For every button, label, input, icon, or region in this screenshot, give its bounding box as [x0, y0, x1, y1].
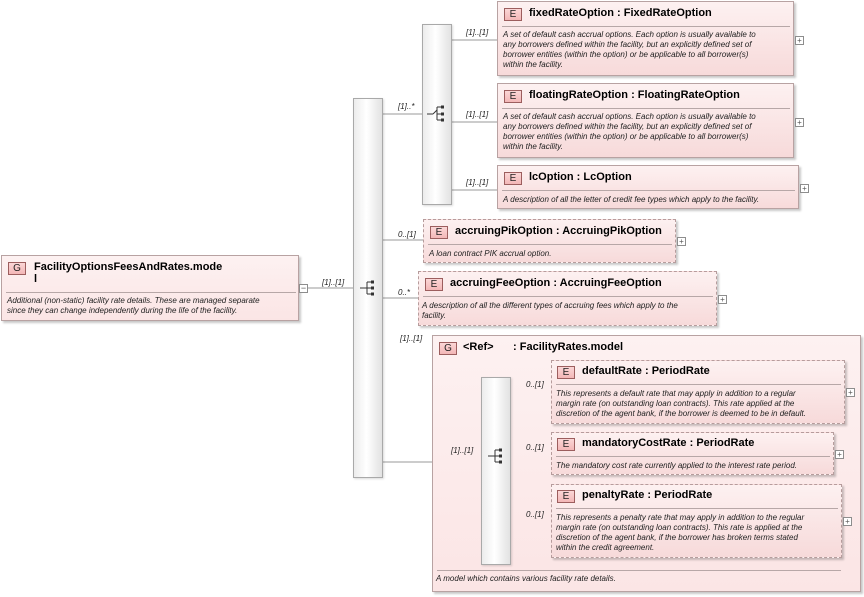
group-description: A model which contains various facility … [436, 574, 616, 583]
separator [428, 244, 672, 245]
element-title: accruingFeeOption : AccruingFeeOption [450, 277, 662, 289]
group-badge: G [439, 342, 457, 355]
element-mandatory-cost-rate[interactable]: E mandatoryCostRate : PeriodRate The man… [551, 432, 834, 475]
separator [556, 456, 830, 457]
group-badge: G [8, 262, 26, 275]
cardinality-label: 0..[1] [398, 230, 416, 239]
element-badge: E [425, 278, 443, 291]
root-group-node[interactable]: G FacilityOptionsFeesAndRates.mode l Add… [1, 255, 299, 321]
cardinality-label: 0..[1] [526, 510, 544, 519]
sequence-icon [488, 448, 502, 464]
element-default-rate[interactable]: E defaultRate : PeriodRate This represen… [551, 360, 845, 424]
element-description: A set of default cash accrual options. E… [503, 30, 756, 69]
separator [6, 292, 296, 293]
separator [502, 108, 790, 109]
element-description: A description of all the different types… [422, 301, 678, 320]
cardinality-label: 0..[1] [526, 443, 544, 452]
element-badge: E [557, 366, 575, 379]
expand-icon[interactable]: + [800, 184, 809, 193]
cardinality-label: [1]..[1] [400, 334, 423, 343]
cardinality-label: [1]..[1] [322, 278, 345, 287]
collapse-icon[interactable]: − [299, 283, 308, 293]
element-description: The mandatory cost rate currently applie… [556, 461, 798, 470]
cardinality-label: [1]..[1] [466, 28, 489, 37]
element-description: This represents a penalty rate that may … [556, 513, 805, 552]
group-title: : FacilityRates.model [513, 341, 624, 353]
element-description: A description of all the letter of credi… [503, 195, 760, 204]
element-title: lcOption : LcOption [529, 171, 632, 183]
expand-icon[interactable]: + [843, 517, 852, 526]
expand-icon[interactable]: + [846, 388, 855, 397]
element-title: floatingRateOption : FloatingRateOption [529, 89, 740, 101]
expand-icon[interactable]: + [677, 237, 686, 246]
element-badge: E [504, 8, 522, 21]
root-group-title: FacilityOptionsFeesAndRates.mode [34, 261, 223, 273]
element-description: A loan contract PIK accrual option. [429, 249, 552, 258]
separator [423, 296, 713, 297]
element-badge: E [504, 90, 522, 103]
sequence-compositor[interactable] [481, 377, 511, 565]
separator [502, 190, 795, 191]
element-title: defaultRate : PeriodRate [582, 365, 710, 377]
cardinality-label: 0..* [398, 288, 411, 297]
element-description: This represents a default rate that may … [556, 389, 806, 418]
element-title: mandatoryCostRate : PeriodRate [582, 437, 755, 449]
cardinality-label: [1]..[1] [466, 178, 489, 187]
element-fixed-rate-option[interactable]: E fixedRateOption : FixedRateOption A se… [497, 1, 794, 76]
choice-icon [427, 105, 444, 122]
cardinality-label: [1]..[1] [451, 446, 474, 455]
expand-icon[interactable]: + [795, 36, 804, 45]
element-badge: E [557, 438, 575, 451]
separator [437, 570, 841, 571]
root-group-description: Additional (non-static) facility rate de… [7, 296, 260, 315]
choice-cardinality: [1]..* [398, 102, 415, 111]
element-accruing-pik-option[interactable]: E accruingPikOption : AccruingPikOption … [423, 219, 676, 263]
expand-icon[interactable]: + [835, 450, 844, 459]
expand-icon[interactable]: + [795, 118, 804, 127]
element-title: penaltyRate : PeriodRate [582, 489, 713, 501]
element-badge: E [430, 226, 448, 239]
element-accruing-fee-option[interactable]: E accruingFeeOption : AccruingFeeOption … [418, 271, 717, 326]
separator [556, 384, 841, 385]
cardinality-label: [1]..[1] [466, 110, 489, 119]
cardinality-label: 0..[1] [526, 380, 544, 389]
element-lc-option[interactable]: E lcOption : LcOption A description of a… [497, 165, 799, 209]
expand-icon[interactable]: + [718, 295, 727, 304]
element-floating-rate-option[interactable]: E floatingRateOption : FloatingRateOptio… [497, 83, 794, 158]
element-description: A set of default cash accrual options. E… [503, 112, 756, 151]
element-title: accruingPikOption : AccruingPikOption [455, 225, 662, 237]
element-badge: E [557, 490, 575, 503]
ref-label: <Ref> [463, 341, 494, 353]
separator [502, 26, 790, 27]
element-penalty-rate[interactable]: E penaltyRate : PeriodRate This represen… [551, 484, 842, 558]
sequence-icon [360, 280, 374, 296]
element-badge: E [504, 172, 522, 185]
element-title: fixedRateOption : FixedRateOption [529, 7, 712, 19]
separator [556, 508, 838, 509]
root-group-title-wrap: l [34, 273, 38, 285]
